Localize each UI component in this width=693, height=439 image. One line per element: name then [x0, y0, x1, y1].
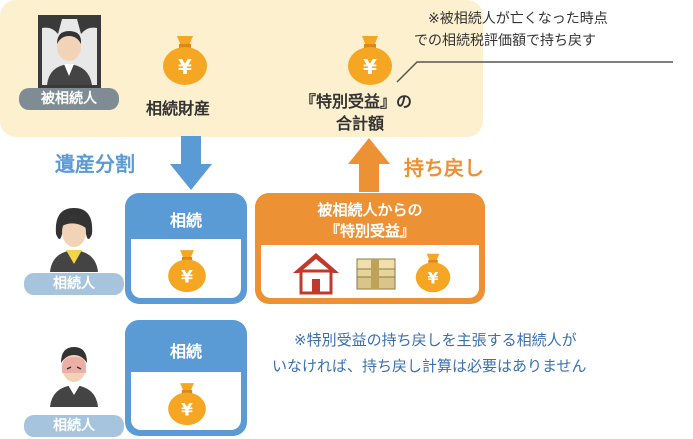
inherit-box-2-body: ¥ [131, 372, 241, 430]
inherit-box-1-body: ¥ [131, 239, 241, 298]
special-benefit-body: ¥ [261, 245, 479, 298]
svg-text:¥: ¥ [363, 55, 377, 79]
man-person-icon [50, 347, 98, 407]
money-bag-icon: ¥ [168, 383, 206, 426]
down-arrow-icon [170, 136, 212, 190]
heir2-avatar [44, 335, 104, 407]
inherit-box-2-title: 相続 [169, 342, 202, 361]
money-bag-icon: ¥ [415, 253, 451, 293]
money-bag-icon: ¥ [345, 30, 395, 86]
special-benefit-line2: 『特別受益』 [324, 222, 415, 240]
inherit-box-1-title: 相続 [169, 211, 202, 230]
woman-person-icon [50, 208, 98, 272]
bottom-note-line2: いなければ、持ち戻し計算は必要はありません [272, 357, 587, 375]
note-pointer-line [396, 61, 673, 83]
svg-text:¥: ¥ [181, 401, 193, 421]
estate-label: 相続財産 [146, 99, 211, 118]
inherit-box-1: 相続 ¥ [125, 193, 247, 304]
decedent-portrait [37, 14, 102, 90]
special-benefit-line1: 被相続人からの [317, 201, 423, 219]
bottom-note-line1: ※特別受益の持ち戻しを主張する相続人が [294, 331, 577, 349]
heir1-label: 相続人 [24, 273, 124, 295]
special-total-line2: 合計額 [336, 114, 385, 133]
up-arrow-icon [348, 138, 390, 192]
special-total-line1: 『特別受益』の [300, 92, 413, 111]
top-note-line1: ※被相続人が亡くなった時点 [428, 11, 608, 27]
heir1-avatar [44, 200, 104, 272]
svg-text:¥: ¥ [428, 269, 439, 288]
top-note-line2: での相続税評価額で持ち戻す [414, 33, 596, 49]
cash-stack-icon [356, 258, 396, 290]
svg-text:¥: ¥ [178, 55, 192, 79]
money-bag-icon: ¥ [168, 250, 206, 293]
special-benefit-box: 被相続人からの 『特別受益』 ¥ [255, 193, 485, 304]
money-bag-icon: ¥ [160, 30, 210, 86]
portrait-frame-icon [38, 15, 101, 89]
house-icon [293, 253, 339, 295]
return-label: 持ち戻し [404, 156, 484, 180]
svg-text:¥: ¥ [181, 268, 193, 288]
heir2-label: 相続人 [24, 415, 124, 437]
division-label: 遺産分割 [55, 152, 135, 176]
inherit-box-2: 相続 ¥ [125, 320, 247, 436]
decedent-label: 被相続人 [19, 88, 119, 110]
